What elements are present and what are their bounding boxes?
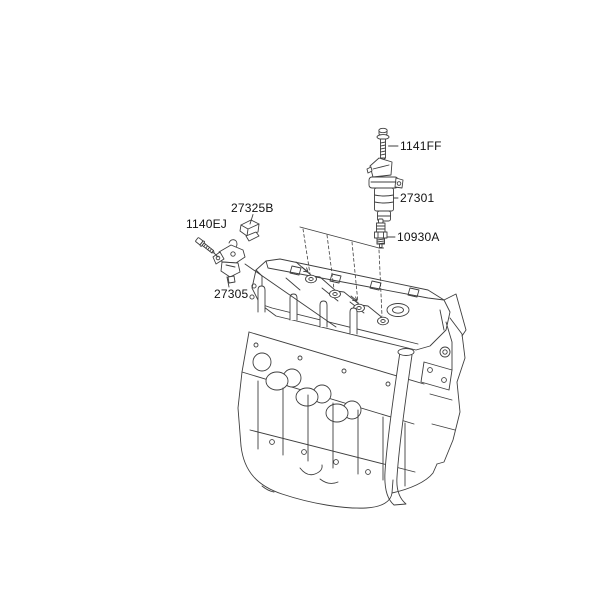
pointer-arrows xyxy=(301,266,358,302)
part-label-1140ej[interactable]: 1140EJ xyxy=(186,217,228,231)
spark-plug-drawing xyxy=(374,218,388,249)
timing-side-drawing xyxy=(420,309,466,465)
bolt-1141ff-drawing xyxy=(376,127,390,161)
oil-pan-drawing xyxy=(240,445,438,509)
part-label-1141ff[interactable]: 1141FF xyxy=(400,139,442,153)
dipstick-tube-drawing xyxy=(384,348,415,506)
valve-cover-drawing xyxy=(249,258,467,351)
condenser-27325b-drawing xyxy=(239,219,260,242)
bracket-27305-drawing xyxy=(212,239,246,284)
bolt-1140ej-drawing xyxy=(195,237,215,254)
part-label-27301[interactable]: 27301 xyxy=(400,191,435,205)
part-label-27325b[interactable]: 27325B xyxy=(231,201,274,215)
callout-leader-lines xyxy=(213,145,399,328)
ignition-coil-drawing xyxy=(366,157,404,222)
installation-guide-lines xyxy=(299,226,383,317)
cylinder-head-drawing xyxy=(241,331,425,425)
part-label-27305[interactable]: 27305 xyxy=(214,287,249,301)
engine-drawing xyxy=(237,258,467,509)
part-label-10930a[interactable]: 10930A xyxy=(397,230,440,244)
